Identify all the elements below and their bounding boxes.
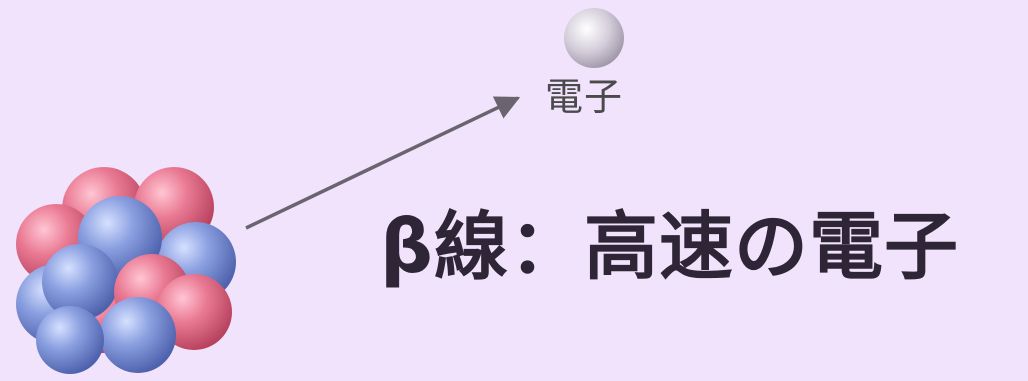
electron-particle <box>564 8 624 68</box>
emission-arrow <box>245 96 521 230</box>
neutron <box>42 244 118 320</box>
nucleus <box>16 167 236 374</box>
neutron <box>36 306 104 374</box>
beta-ray-caption: β線：高速の電子 <box>380 204 959 290</box>
neutron <box>100 297 176 373</box>
electron-label: 電子 <box>545 75 624 119</box>
